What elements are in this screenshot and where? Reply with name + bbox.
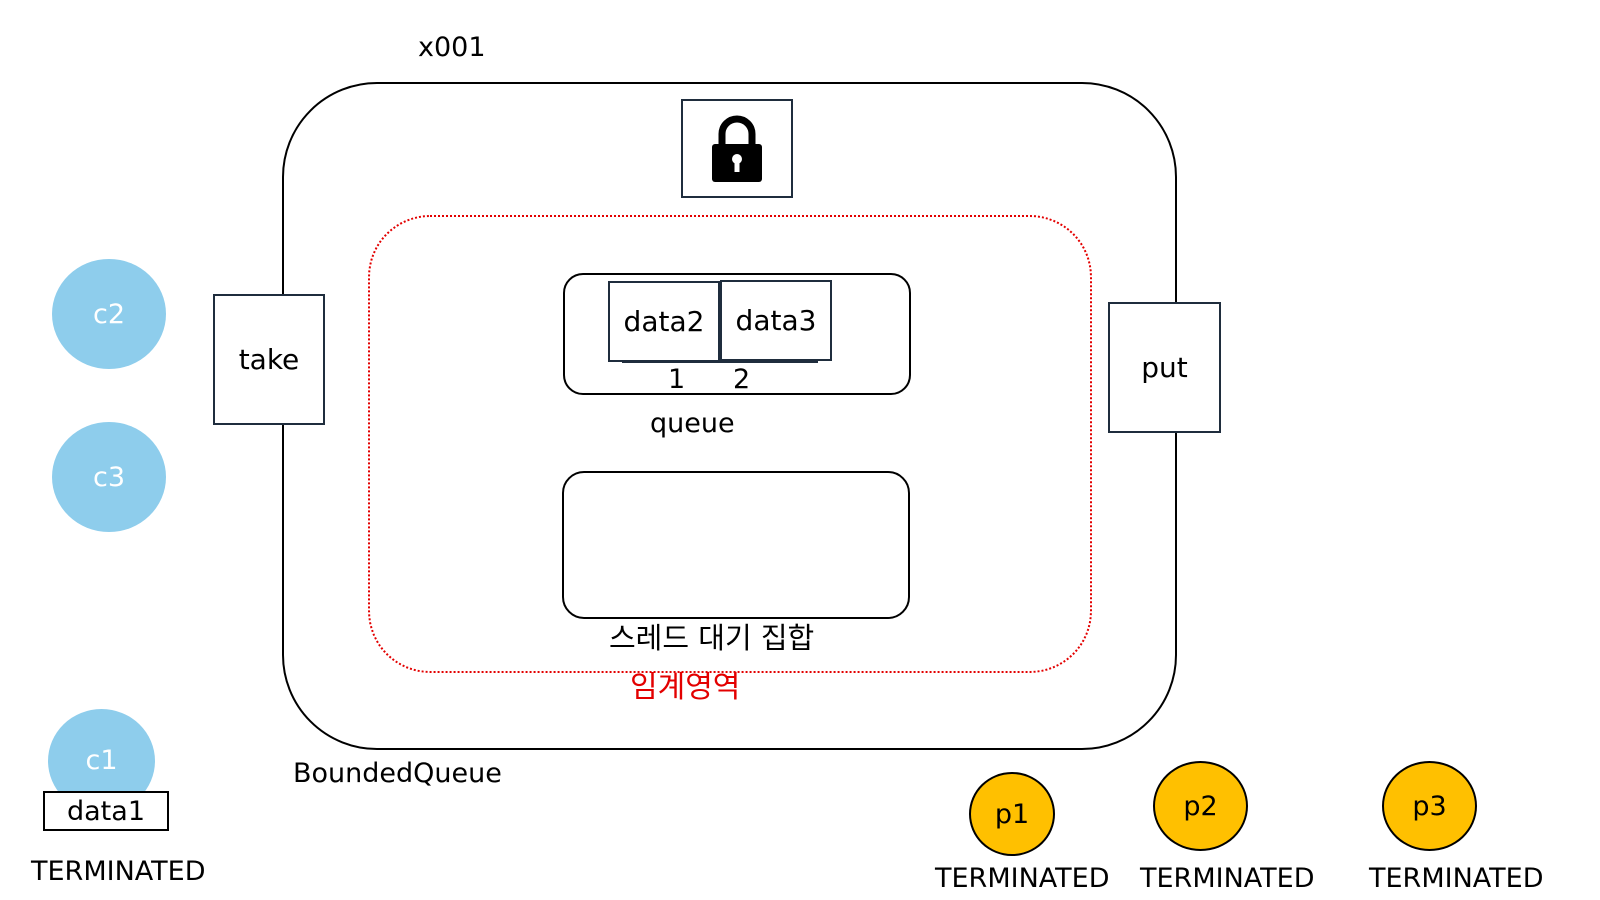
producer-p1-label: p1	[994, 798, 1030, 830]
producer-p3-label: p3	[1412, 790, 1447, 822]
queue-container	[563, 273, 911, 395]
critical-section-boundary	[368, 215, 1092, 673]
queue-slot-baseline	[622, 361, 818, 363]
producer-p2-label: p2	[1183, 790, 1218, 822]
class-label: BoundedQueue	[293, 758, 502, 789]
producer-p1-state: TERMINATED	[935, 863, 1110, 894]
take-port: take	[213, 294, 325, 425]
lock-icon	[712, 115, 762, 182]
queue-slot-2-value: data3	[735, 304, 817, 337]
take-label: take	[238, 343, 300, 376]
producer-p2: p2	[1153, 761, 1248, 851]
object-id-label: x001	[418, 32, 486, 63]
wait-set-label: 스레드 대기 집합	[609, 621, 815, 655]
consumer-c3-label: c3	[92, 461, 126, 493]
consumer-c3: c3	[52, 422, 166, 532]
producer-p3: p3	[1382, 761, 1477, 851]
monitor-lock	[681, 99, 793, 198]
queue-slot-2: data3	[720, 280, 832, 361]
thread-wait-set	[562, 471, 910, 619]
critical-section-label: 임계영역	[630, 670, 741, 705]
producer-p1: p1	[969, 772, 1055, 856]
queue-label: queue	[650, 408, 735, 439]
put-port: put	[1108, 302, 1221, 433]
queue-index-1: 1	[668, 364, 686, 395]
put-label: put	[1141, 351, 1188, 384]
producer-p2-state: TERMINATED	[1140, 863, 1315, 894]
queue-slot-1: data2	[608, 281, 720, 362]
producer-p3-state: TERMINATED	[1369, 863, 1544, 894]
consumer-c1-data-value: data1	[67, 795, 145, 827]
consumer-c2: c2	[52, 259, 166, 369]
consumer-c1-state: TERMINATED	[31, 856, 206, 887]
consumer-c2-label: c2	[92, 298, 126, 330]
queue-slot-1-value: data2	[623, 305, 705, 338]
consumer-c1-label: c1	[85, 745, 118, 776]
consumer-c1-data: data1	[43, 791, 169, 831]
queue-index-2: 2	[733, 364, 751, 395]
